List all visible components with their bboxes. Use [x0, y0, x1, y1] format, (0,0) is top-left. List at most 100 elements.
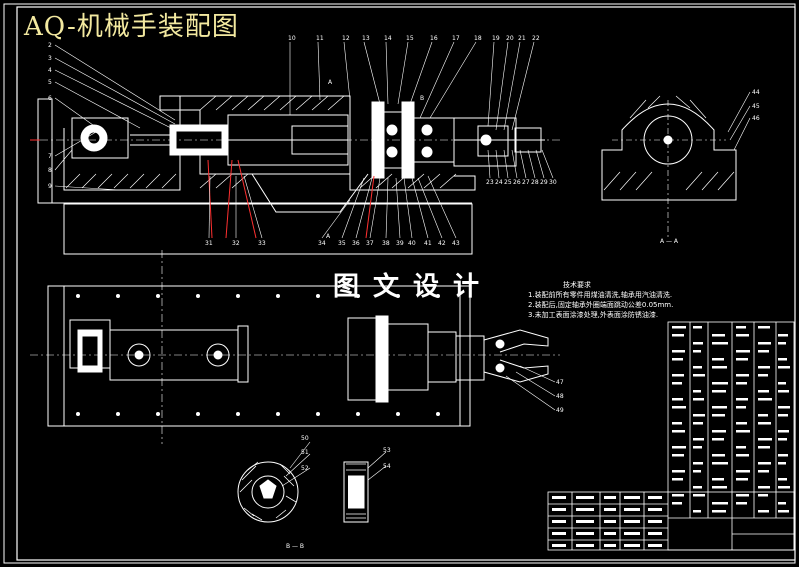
- title-block-cell: [624, 508, 640, 511]
- title-block-cell: [576, 508, 594, 511]
- title-block-cell: [552, 496, 566, 499]
- parts-list-cell: [778, 390, 789, 393]
- notes-line-2: 2.装配后,固定轴承外圈端面跳动公差0.05mm.: [528, 301, 674, 309]
- parts-list-cell: [736, 358, 748, 361]
- section-label-a1: A: [328, 79, 333, 86]
- callout-detail-1: 51: [301, 449, 309, 456]
- parts-list-cell: [778, 462, 786, 465]
- parts-list-cell: [758, 366, 770, 369]
- parts-list-cell: [736, 502, 747, 505]
- parts-list-cell: [778, 342, 786, 345]
- parts-list-cell: [712, 502, 728, 505]
- callout-left-6: 8: [48, 167, 52, 174]
- callout-left-4: 6: [48, 95, 52, 102]
- callout-bottom_mid-5: 36: [352, 240, 360, 247]
- parts-list-cell: [693, 510, 701, 513]
- callout-bottom_mid-11: 42: [438, 240, 446, 247]
- parts-list-cell: [672, 494, 684, 497]
- parts-list-cell: [672, 334, 684, 337]
- callout-top-8: 18: [474, 35, 482, 42]
- callout-top-11: 21: [518, 35, 526, 42]
- title-block-cell: [624, 532, 640, 535]
- parts-list-cell: [672, 454, 684, 457]
- parts-list-cell: [693, 366, 702, 369]
- parts-list-cell: [693, 326, 702, 329]
- callout-top-4: 14: [384, 35, 392, 42]
- parts-list-cell: [778, 478, 787, 481]
- parts-list-cell: [736, 326, 746, 329]
- parts-list-cell: [758, 398, 772, 401]
- callout-detail-2: 52: [301, 465, 309, 472]
- parts-list-cell: [758, 494, 768, 497]
- parts-list-cell: [712, 390, 726, 393]
- end-view-a-a: [601, 91, 751, 240]
- parts-list-cell: [672, 326, 686, 329]
- callout-end_view-1: 45: [752, 103, 760, 110]
- callout-top-5: 15: [406, 35, 414, 42]
- parts-list-cell: [712, 366, 727, 369]
- callout-right_series-3: 26: [513, 179, 521, 186]
- callout-left-5: 7: [48, 153, 52, 160]
- title-block-cell: [648, 544, 662, 547]
- parts-list-cell: [736, 382, 747, 385]
- parts-list-cell: [693, 422, 703, 425]
- title-block-cell: [648, 496, 662, 499]
- callout-bottom_mid-4: 35: [338, 240, 346, 247]
- callout-detail-3: 53: [383, 447, 391, 454]
- callout-top-1: 11: [316, 35, 324, 42]
- callout-bottom_mid-9: 40: [408, 240, 416, 247]
- callout-bottom_mid-1: 32: [232, 240, 240, 247]
- parts-list-cell: [736, 350, 750, 353]
- parts-list-cell: [778, 430, 789, 433]
- callout-right_series-5: 28: [531, 179, 539, 186]
- title-block-cell: [576, 532, 594, 535]
- callout-bottom_mid-12: 43: [452, 240, 460, 247]
- callout-bottom_mid-8: 39: [396, 240, 404, 247]
- parts-list-cell: [672, 350, 685, 353]
- parts-list-cell: [736, 478, 748, 481]
- callout-left-7: 9: [48, 183, 52, 190]
- parts-list-cell: [693, 414, 705, 417]
- callout-left-0: 2: [48, 42, 52, 49]
- title-block-cell: [648, 508, 662, 511]
- parts-list-cell: [672, 430, 685, 433]
- parts-list-cell: [778, 334, 788, 337]
- parts-list-cell: [758, 438, 772, 441]
- parts-list-cell: [758, 510, 769, 513]
- parts-list-cell: [758, 326, 770, 329]
- parts-list-cell: [758, 486, 770, 489]
- callout-bottom_mid-2: 33: [258, 240, 266, 247]
- parts-list-cell: [712, 454, 725, 457]
- parts-list-cell: [758, 422, 771, 425]
- callout-bottom_mid-0: 31: [205, 240, 213, 247]
- parts-list-cell: [712, 406, 727, 409]
- parts-list-cell: [693, 398, 704, 401]
- section-label-a2: A: [326, 233, 331, 240]
- inner-border: [16, 6, 796, 561]
- parts-list-cell: [693, 470, 701, 473]
- callout-bottom_mid-6: 37: [366, 240, 374, 247]
- parts-list-table: [547, 321, 795, 551]
- parts-list-cell: [712, 358, 724, 361]
- section-label-bb: B — B: [286, 543, 304, 550]
- parts-list-cell: [758, 414, 768, 417]
- parts-list-cell: [758, 462, 771, 465]
- callout-top-10: 20: [506, 35, 514, 42]
- title-block-cell: [604, 496, 616, 499]
- parts-list-cell: [672, 470, 685, 473]
- callout-end_view-2: 46: [752, 115, 760, 122]
- callout-detail-0: 50: [301, 435, 309, 442]
- callout-top-6: 16: [430, 35, 438, 42]
- parts-list-cell: [672, 406, 686, 409]
- callout-top-3: 13: [362, 35, 370, 42]
- parts-list-cell: [712, 334, 725, 337]
- section-label-aa: A — A: [660, 238, 679, 245]
- callout-right_series-0: 23: [486, 179, 494, 186]
- title-block-cell: [576, 520, 594, 523]
- parts-list-cell: [712, 342, 728, 345]
- parts-list-cell: [712, 430, 726, 433]
- parts-list-cell: [693, 494, 705, 497]
- title-block-cell: [604, 508, 616, 511]
- parts-list-cell: [672, 502, 682, 505]
